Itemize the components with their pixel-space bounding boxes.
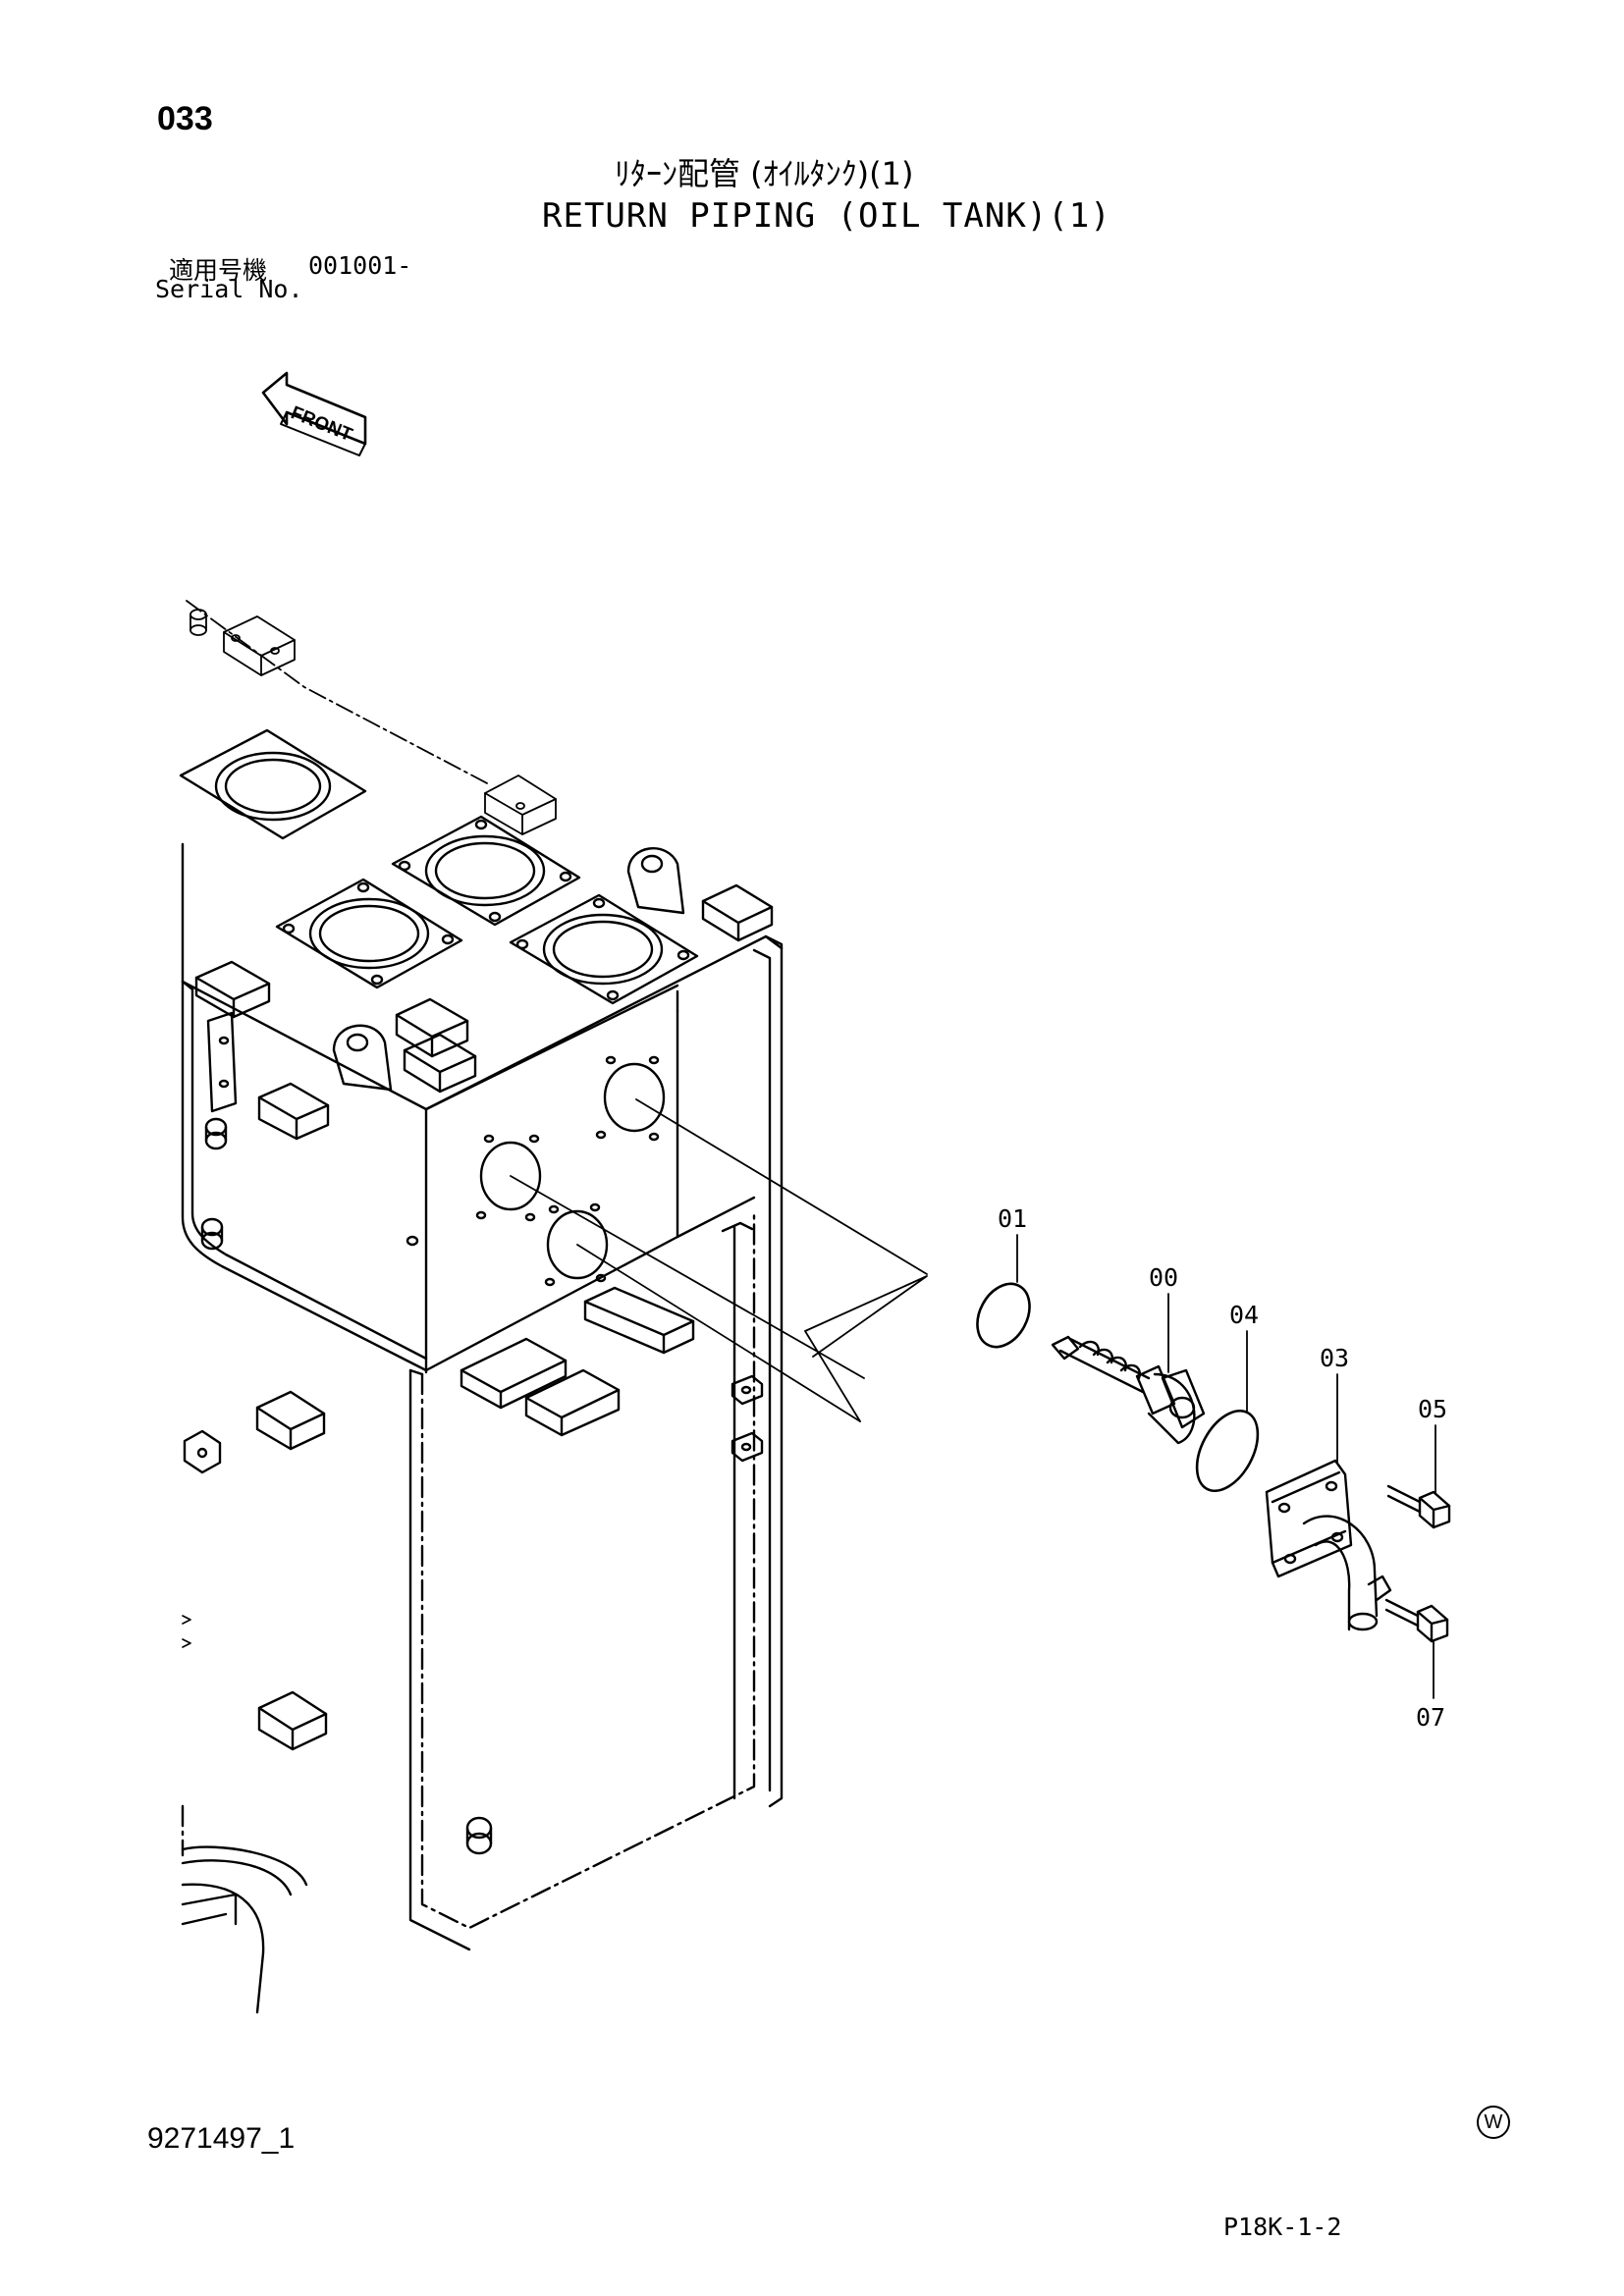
- o-ring-part-04: [1195, 1409, 1260, 1493]
- front-arrow-icon: FRONT: [261, 371, 367, 456]
- callout-05: 05: [1418, 1395, 1447, 1423]
- callout-00: 00: [1149, 1263, 1178, 1292]
- sheet-code: P18K-1-2: [1223, 2213, 1342, 2241]
- callout-04: 04: [1229, 1301, 1259, 1329]
- title-japanese: ﾘﾀｰﾝ配管 (ｵｲﾙﾀﾝｸ)(1): [615, 155, 914, 192]
- part-00-assembly: [1051, 1335, 1206, 1445]
- w-circle-mark: W: [1477, 2106, 1510, 2139]
- oil-tank-body: [179, 728, 784, 2014]
- tank-top-fittings: [186, 600, 557, 835]
- serial-label-english: Serial No.: [155, 275, 303, 303]
- o-ring-part-01: [976, 1282, 1031, 1349]
- title-english: RETURN PIPING (OIL TANK)(1): [542, 196, 1111, 236]
- elbow-pipe-part-03: [1265, 1459, 1392, 1631]
- callout-01: 01: [998, 1204, 1027, 1233]
- document-id: 9271497_1: [147, 2122, 296, 2155]
- callout-03: 03: [1320, 1344, 1349, 1372]
- assembly-leader-lines: [510, 1098, 928, 1422]
- serial-label-japanese: 適用号機: [169, 256, 268, 285]
- bolt-part-05: [1386, 1484, 1451, 1529]
- callout-leaders: [1016, 1234, 1436, 1699]
- serial-number-value: 001001-: [308, 251, 412, 280]
- callout-07: 07: [1416, 1703, 1445, 1732]
- bolt-part-07: [1384, 1598, 1449, 1643]
- page-number: 033: [157, 100, 213, 137]
